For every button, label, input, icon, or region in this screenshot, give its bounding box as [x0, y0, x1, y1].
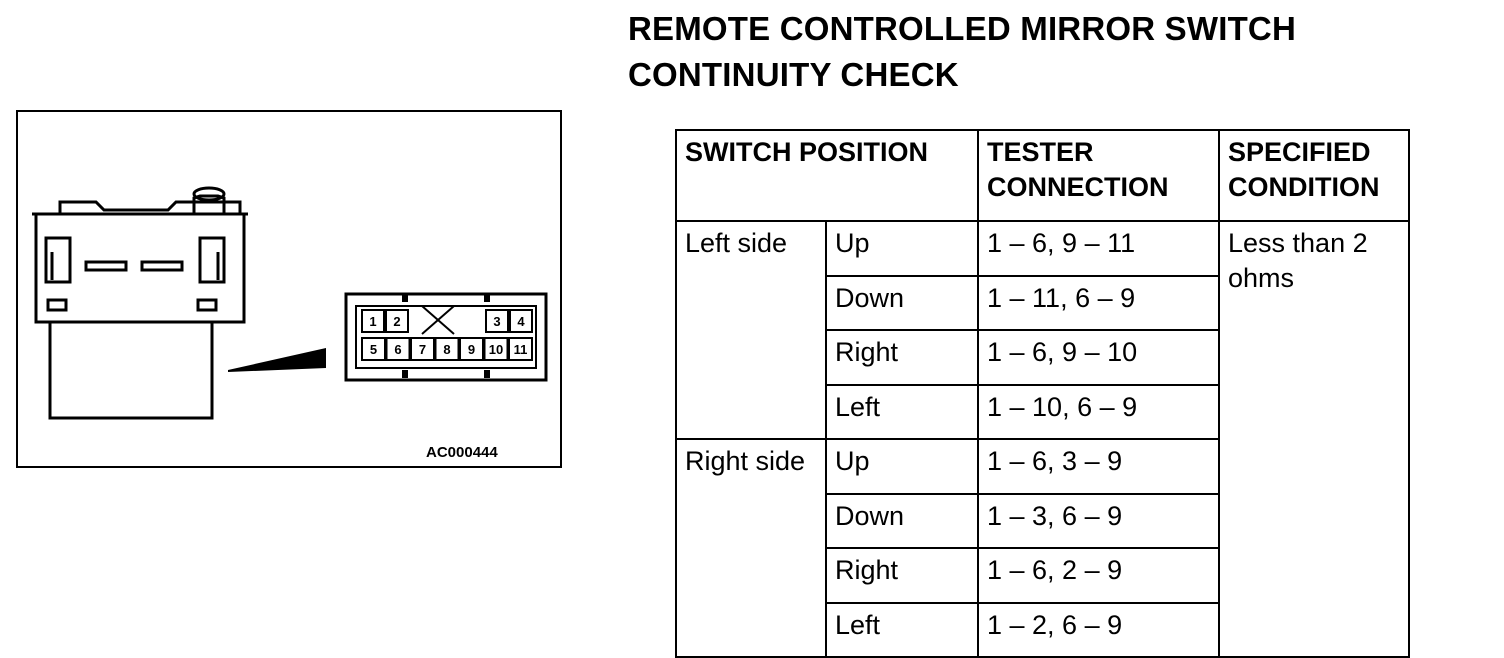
condition-cell: Less than 2 ohms: [1218, 220, 1410, 658]
pin-cell: [385, 337, 411, 361]
connector-figure: 1 2 3 4 5 6 7 8 9 10 11 AC000444: [16, 110, 562, 468]
pin-cell: [385, 309, 409, 333]
connection-cell: 1 – 2, 6 – 9: [977, 601, 1220, 658]
pin-number: 1: [369, 314, 376, 329]
pin-number: 6: [394, 342, 401, 357]
pin-cell: [509, 309, 533, 333]
pin-number: 9: [468, 342, 475, 357]
page-title: REMOTE CONTROLLED MIRROR SWITCH CONTINUI…: [628, 6, 1296, 98]
pin-number: 4: [517, 314, 525, 329]
switch-connector-illustration: 1 2 3 4 5 6 7 8 9 10 11: [32, 186, 548, 420]
pin-number: 2: [393, 314, 400, 329]
pin-cell: [483, 337, 509, 361]
table-header-row: SWITCH POSITION TESTER CONNECTION SPECIF…: [675, 129, 1410, 222]
position-cell: Right: [825, 547, 979, 604]
title-line-2: CONTINUITY CHECK: [628, 56, 959, 93]
position-cell: Right: [825, 329, 979, 386]
connection-cell: 1 – 6, 9 – 10: [977, 329, 1220, 386]
pin-number: 5: [370, 342, 377, 357]
pin-cell: [361, 337, 386, 361]
pin-cell: [361, 309, 385, 333]
pin-number: 10: [489, 342, 503, 357]
pin-number: 3: [493, 314, 500, 329]
pin-number: 11: [514, 342, 528, 357]
figure-code: AC000444: [426, 444, 498, 461]
pin-cell: [485, 309, 509, 333]
connector-pins: 1 2 3 4 5 6 7 8 9 10 11: [361, 309, 533, 361]
position-cell: Down: [825, 492, 979, 549]
position-cell: Down: [825, 274, 979, 331]
header-tester-connection: TESTER CONNECTION: [977, 129, 1220, 222]
pin-cell: [434, 337, 460, 361]
pin-cell: [410, 337, 435, 361]
header-specified-condition: SPECIFIED CONDITION: [1218, 129, 1410, 222]
connection-cell: 1 – 6, 9 – 11: [977, 220, 1220, 277]
pin-cell: [459, 337, 484, 361]
pin-cell: [508, 337, 533, 361]
side-cell: Left side: [675, 220, 827, 440]
pin-number: 8: [443, 342, 450, 357]
position-cell: Up: [825, 438, 979, 495]
position-cell: Up: [825, 220, 979, 277]
position-cell: Left: [825, 601, 979, 658]
connection-cell: 1 – 6, 3 – 9: [977, 438, 1220, 495]
title-line-1: REMOTE CONTROLLED MIRROR SWITCH: [628, 10, 1296, 47]
connection-cell: 1 – 10, 6 – 9: [977, 383, 1220, 440]
continuity-check-table: SWITCH POSITION TESTER CONNECTION SPECIF…: [675, 129, 1410, 658]
connection-cell: 1 – 3, 6 – 9: [977, 492, 1220, 549]
connection-cell: 1 – 6, 2 – 9: [977, 547, 1220, 604]
position-cell: Left: [825, 383, 979, 440]
connection-cell: 1 – 11, 6 – 9: [977, 274, 1220, 331]
header-switch-position: SWITCH POSITION: [675, 129, 979, 222]
pin-number: 7: [419, 342, 426, 357]
side-cell: Right side: [675, 438, 827, 658]
